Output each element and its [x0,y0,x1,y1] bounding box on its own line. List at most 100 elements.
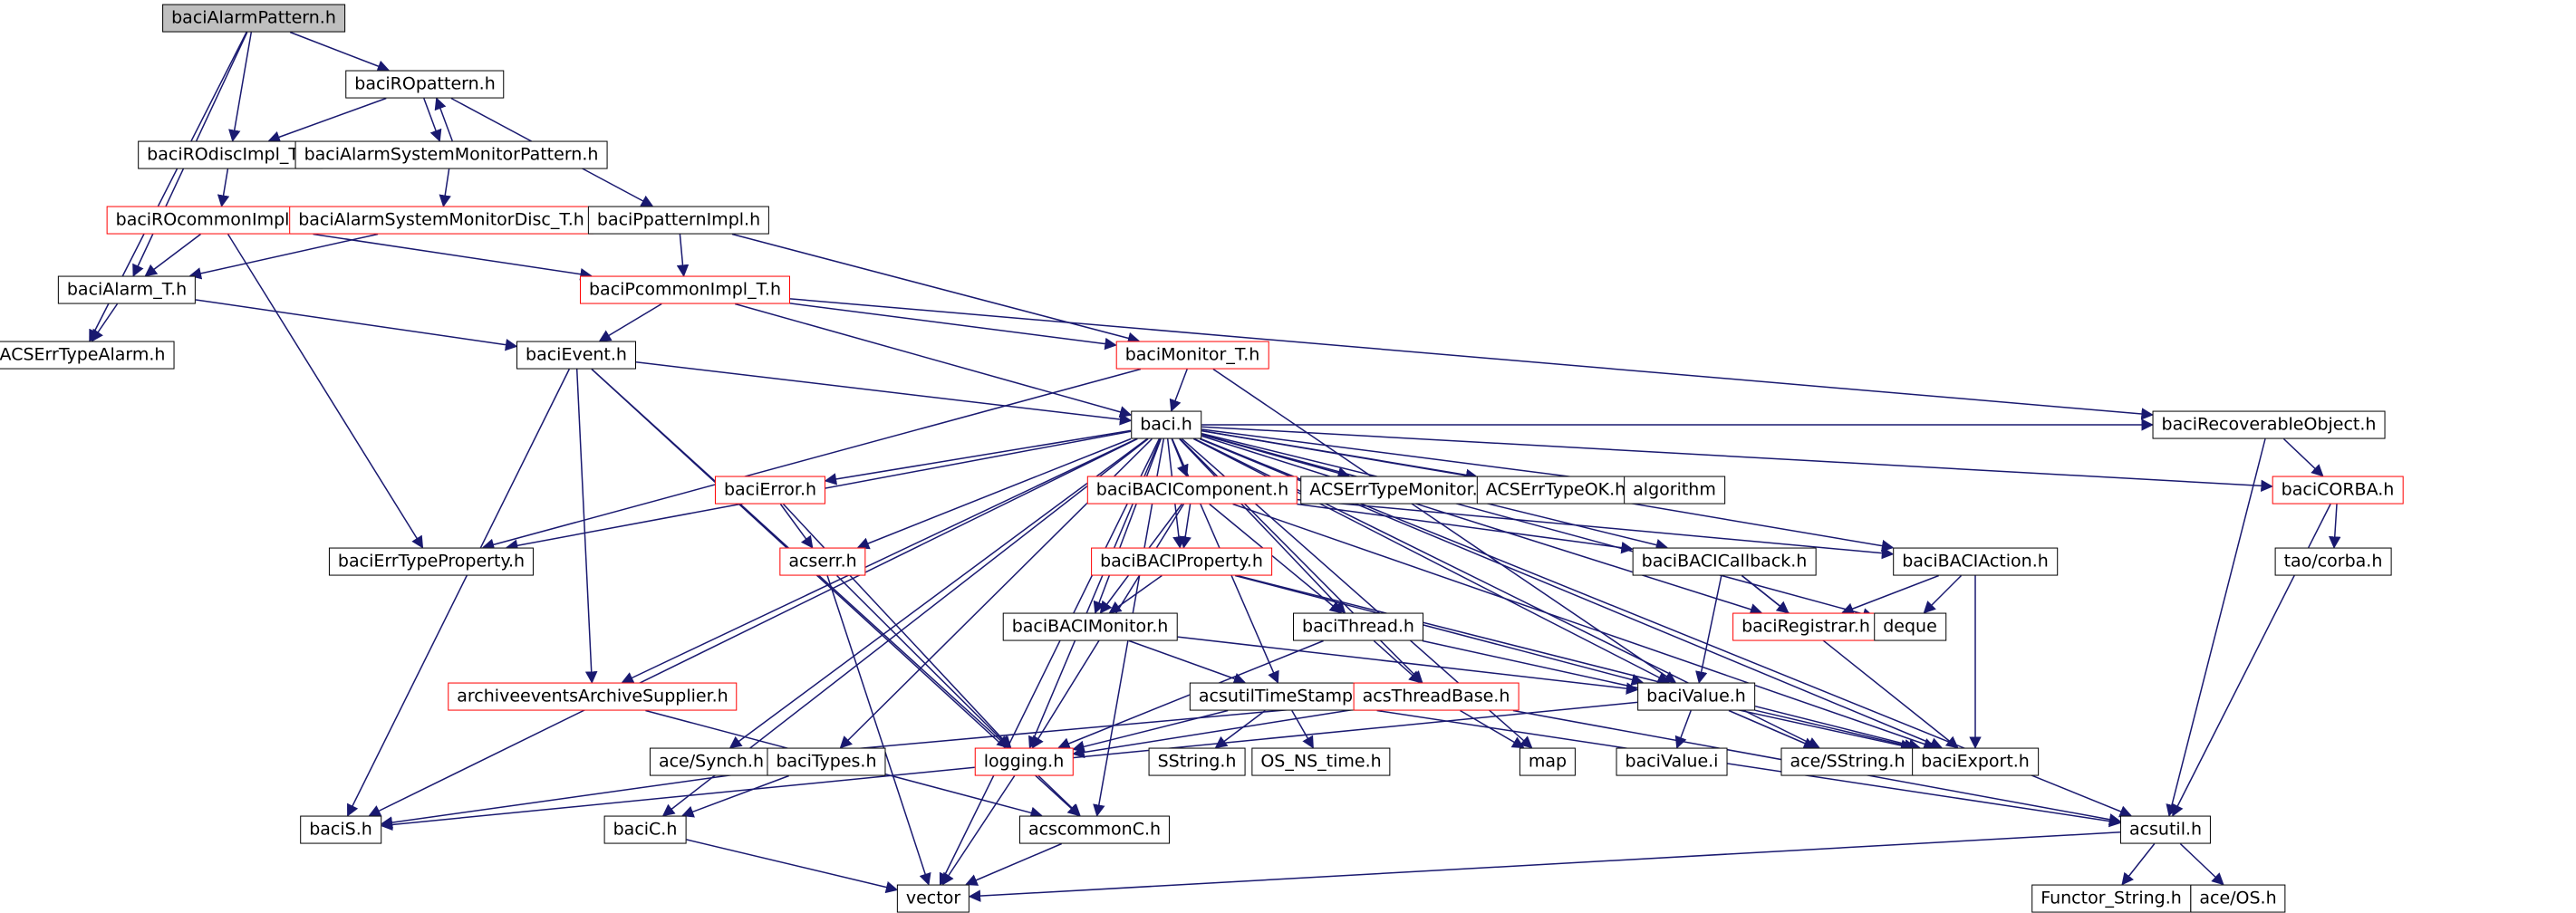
include-edge [1237,574,1921,752]
graph-node-acsthreadbase-h[interactable]: acsThreadBase.h [1353,682,1520,711]
graph-node-acserrtypealarm-h[interactable]: ACSErrTypeAlarm.h [0,341,175,370]
graph-node-bacithread-h[interactable]: baciThread.h [1293,612,1423,641]
graph-node-archiveeventsarchivesupplier-h[interactable]: archiveeventsArchiveSupplier.h [448,682,738,711]
graph-node-bacipcommonimpl-t-h[interactable]: baciPcommonImpl_T.h [579,275,791,304]
graph-node-functor-string-h: Functor_String.h [2031,884,2191,913]
include-edge [2179,842,2224,886]
include-edge [1695,575,1722,684]
include-edge [1201,428,1626,488]
include-edge [1037,774,1081,817]
graph-node-bacibaciproperty-h[interactable]: baciBACIProperty.h [1091,547,1272,576]
include-edge [2121,843,2156,886]
include-edge [621,437,1137,684]
graph-node-bacicorba-h[interactable]: baciCORBA.h [2272,476,2404,505]
graph-node-bacis-h[interactable]: baciS.h [300,815,381,844]
include-edge [434,97,453,141]
include-edge [824,429,1132,485]
include-edge [368,437,1138,817]
graph-node-acscommonc-h[interactable]: acscommonC.h [1018,815,1171,844]
graph-node-bacierror-h[interactable]: baciError.h [714,476,826,505]
include-edge [289,31,391,72]
include-edge [1214,709,1266,749]
include-edge [1179,437,1346,614]
graph-node-sstring-h: SString.h [1148,747,1246,776]
include-edge [676,234,690,277]
include-edge [1201,426,2273,493]
include-edge [968,831,2121,902]
graph-node-acserrtypeok-h[interactable]: ACSErrTypeOK.h [1476,476,1635,505]
include-edge [1754,709,1917,752]
include-edge [313,233,593,281]
include-edge [1234,574,1645,686]
include-edge [1297,503,1634,554]
graph-node-bacierrtypeproperty-h[interactable]: baciErrTypeProperty.h [328,547,535,576]
include-edge [439,168,451,207]
include-edge [1923,574,1963,614]
include-edge [2282,437,2324,477]
include-edge [217,168,230,207]
include-edge [195,299,518,351]
include-edge [728,437,1148,749]
graph-node-baciexport-h[interactable]: baciExport.h [1912,747,2039,776]
include-edge [731,233,1141,344]
graph-node-acsutiltimestamp-h[interactable]: acsutilTimeStamp.h [1189,682,1379,711]
include-edge [188,233,379,280]
graph-node-bacirecoverableobject-h[interactable]: baciRecoverableObject.h [2152,410,2386,439]
include-edge [1093,438,1162,614]
include-edge [1460,709,1525,749]
graph-node-bacievent-h[interactable]: baciEvent.h [516,341,636,370]
graph-node-ace-synch-h: ace/Synch.h [649,747,774,776]
graph-node-bacialarmsystemmonitordisc-t-h[interactable]: baciAlarmSystemMonitorDisc_T.h [289,206,593,235]
include-edge [91,303,119,342]
graph-node-vector: vector [896,884,970,913]
graph-node-bacialarmsystemmonitorpattern-h[interactable]: baciAlarmSystemMonitorPattern.h [294,140,608,169]
graph-node-bacimonitor-t-h[interactable]: baciMonitor_T.h [1115,341,1269,370]
graph-node-acsutil-h[interactable]: acsutil.h [2119,815,2212,844]
include-edge [267,97,387,143]
graph-node-bacitypes-h[interactable]: baciTypes.h [767,747,886,776]
include-edge [1177,636,1639,695]
include-edge [1373,639,1422,684]
graph-node-bacivalue-i[interactable]: baciValue.i [1616,747,1728,776]
include-edge [836,574,1011,749]
graph-node-bacippatternimpl-h[interactable]: baciPpatternImpl.h [587,206,770,235]
graph-node-bacialarm-t-h[interactable]: baciAlarm_T.h [57,275,197,304]
include-edge [1179,504,1192,549]
graph-node-bacibacicallback-h[interactable]: baciBACICallback.h [1632,547,1817,576]
graph-node-bacibacimonitor-h[interactable]: baciBACIMonitor.h [1002,612,1178,641]
include-edge [2166,438,2266,817]
graph-node-bacic-h[interactable]: baciC.h [603,815,687,844]
include-edge [1108,574,1163,614]
include-edge [1072,708,1354,759]
include-edge [1072,709,1229,753]
include-edge [1728,709,1817,749]
include-edge [1201,433,1876,620]
include-edge [782,503,1012,749]
graph-node-bacivalue-h[interactable]: baciValue.h [1637,682,1755,711]
include-edge [575,369,598,684]
graph-node-acserr-h[interactable]: acserr.h [779,547,866,576]
graph-node-os-ns-time-h: OS_NS_time.h [1251,747,1391,776]
graph-node-logging-h[interactable]: logging.h [974,747,1074,776]
graph-node-tao-corba-h: tao/corba.h [2274,547,2392,576]
include-edge [1128,639,1247,685]
include-edge [779,504,814,549]
graph-node-baciropattern-h[interactable]: baciROpattern.h [345,70,505,99]
include-edge [1232,503,1936,750]
include-edge [1291,710,1314,749]
graph-node-baci-h[interactable]: baci.h [1131,410,1201,439]
include-edge [734,303,1133,418]
graph-node-bacialarmpattern-h: baciAlarmPattern.h [162,4,345,33]
include-edge [1212,368,1677,684]
include-edge [826,575,931,886]
include-edge [380,769,767,829]
include-edge [1169,369,1188,412]
include-edge [965,842,1062,886]
graph-node-baciregistrar-h[interactable]: baciRegistrar.h [1732,612,1879,641]
graph-node-acserrtypemonitor-h[interactable]: ACSErrTypeMonitor.h [1300,476,1498,505]
graph-node-deque: deque [1874,612,1946,641]
graph-node-bacibacicomponent-h[interactable]: baciBACIComponent.h [1086,476,1298,505]
graph-node-bacibaciaction-h[interactable]: baciBACIAction.h [1893,547,2058,576]
graph-node-bacirodiscimpl-t-h[interactable]: baciROdiscImpl_T.h [138,140,323,169]
